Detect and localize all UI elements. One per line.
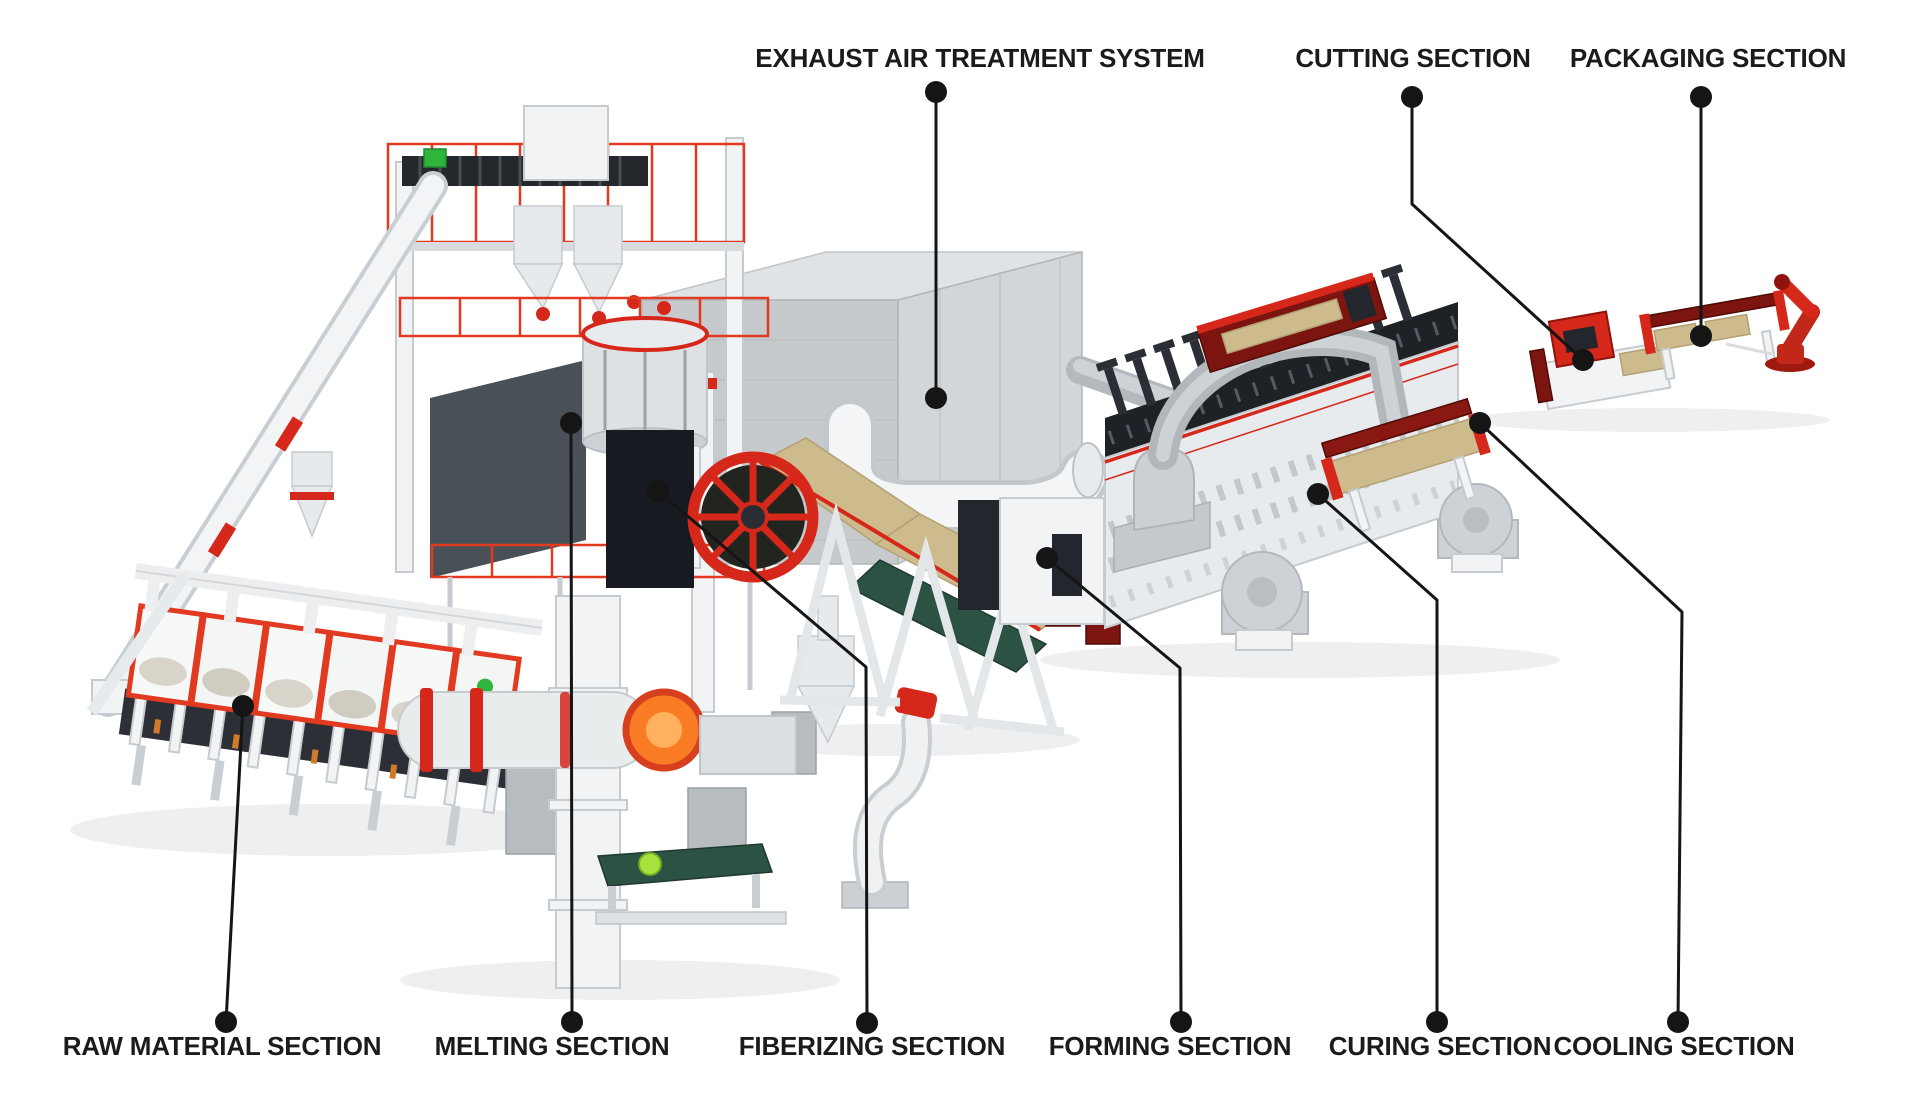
small-cyclone	[290, 451, 334, 539]
crosscut-cluster	[1196, 272, 1388, 374]
leader-lines	[215, 81, 1712, 1034]
label-exhaust-air-treatment-system: EXHAUST AIR TREATMENT SYSTEM	[755, 43, 1205, 73]
forming-line	[606, 430, 1121, 737]
drum-outlet	[699, 715, 797, 775]
melting-tower	[290, 105, 770, 713]
leader-raw-material	[215, 695, 254, 1033]
rotary-drum	[397, 688, 706, 772]
label-fiberizing-section: FIBERIZING SECTION	[738, 1031, 1006, 1061]
hopper-funnels	[512, 205, 671, 325]
leader-packaging	[1690, 86, 1712, 347]
drum-feed-hopper	[796, 595, 856, 744]
green-belt-conveyor	[595, 843, 787, 925]
green-drive-unit	[423, 148, 447, 168]
packaging-conveyor	[1639, 289, 1790, 381]
oven-hood	[1113, 446, 1211, 573]
curing-oven	[1095, 263, 1519, 651]
leader-cutting	[1401, 86, 1594, 371]
leader-curing	[1307, 483, 1448, 1033]
white-service-arm	[841, 687, 938, 909]
label-cooling-section: COOLING SECTION	[1553, 1031, 1795, 1061]
label-forming-section: FORMING SECTION	[1048, 1031, 1292, 1061]
leader-forming	[1036, 547, 1192, 1033]
label-packaging-section: PACKAGING SECTION	[1569, 43, 1847, 73]
leader-exhaust-air-treatment	[925, 81, 947, 409]
bin-guardrail	[134, 562, 543, 657]
white-column-stack	[548, 595, 628, 989]
spinner-wheel	[687, 451, 819, 583]
label-curing-section: CURING SECTION	[1328, 1031, 1552, 1061]
label-raw-material-section: RAW MATERIAL SECTION	[62, 1031, 382, 1061]
leader-cooling	[1469, 412, 1689, 1033]
leader-fiberizing	[647, 480, 878, 1034]
bin-legs	[131, 744, 461, 846]
label-cutting-section: CUTTING SECTION	[1295, 43, 1531, 73]
label-melting-section: MELTING SECTION	[434, 1031, 670, 1061]
green-ball	[638, 852, 662, 876]
oven-fans	[1221, 483, 1519, 651]
leader-melting	[560, 412, 583, 1033]
elevator-head-box	[523, 105, 609, 181]
packaging-robot	[1765, 274, 1820, 372]
pre-oven-panels	[958, 497, 1121, 645]
